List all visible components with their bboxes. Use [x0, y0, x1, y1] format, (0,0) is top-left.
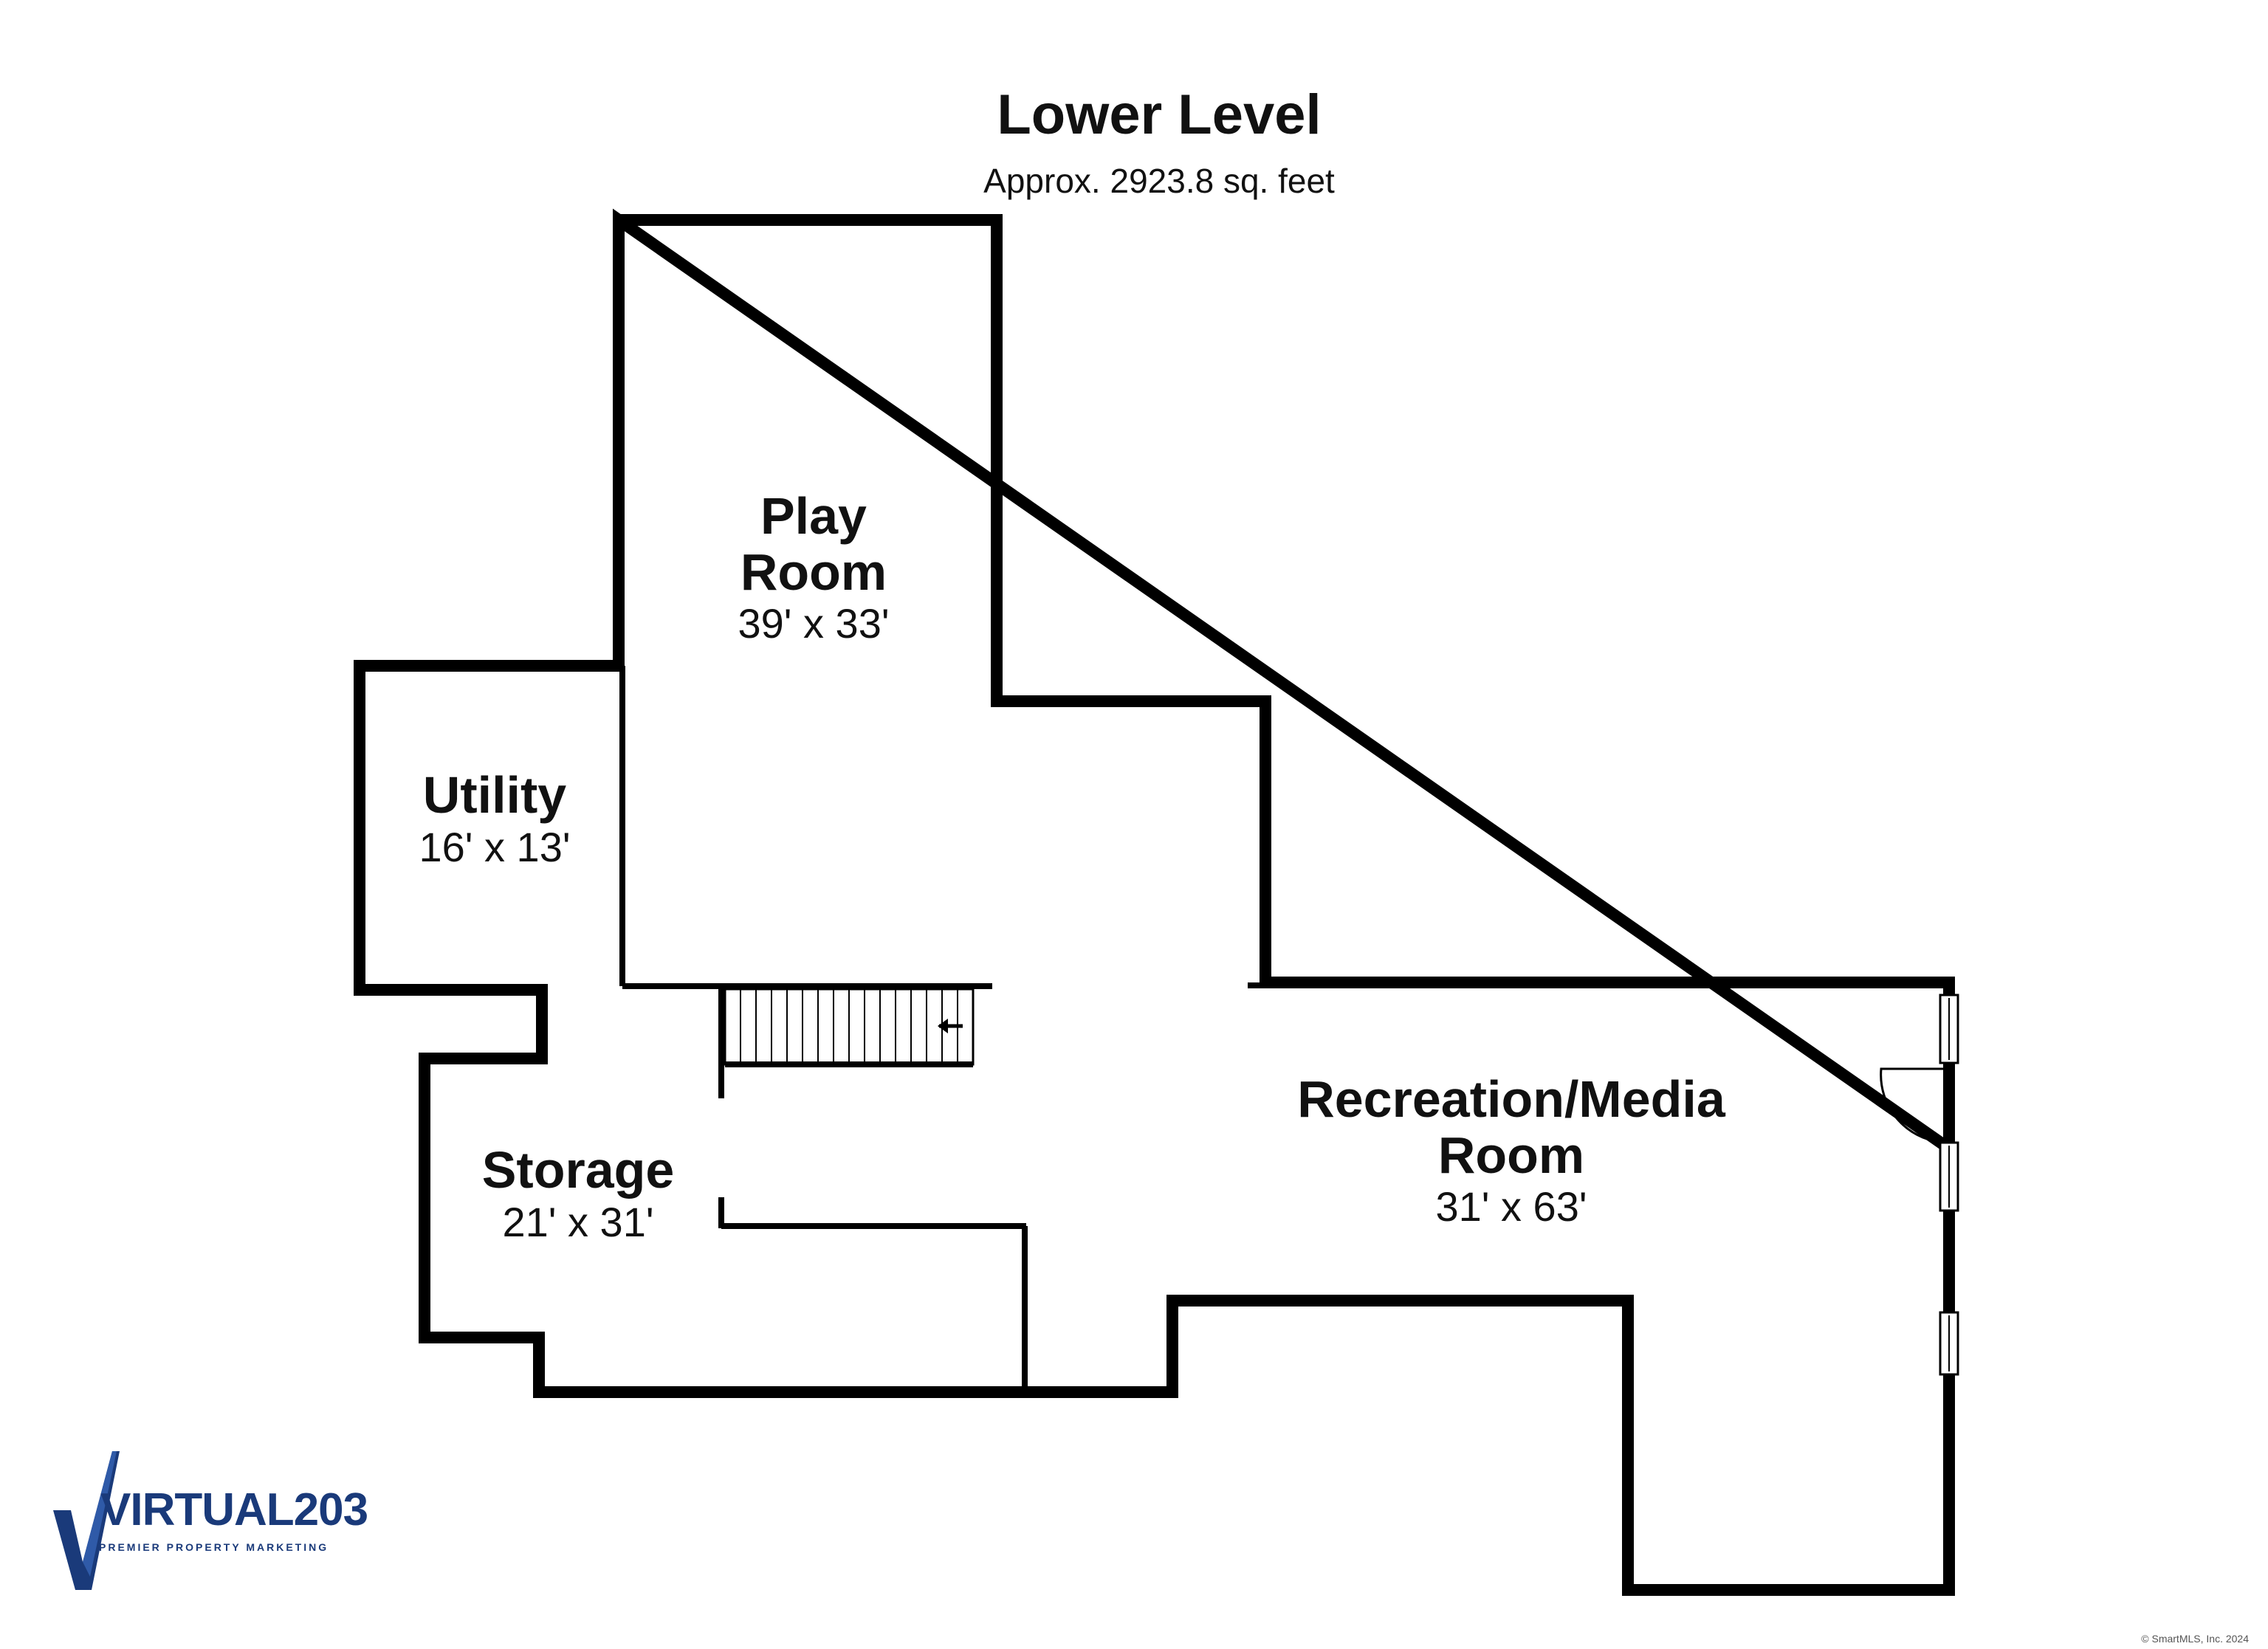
room-dimensions: 39' x 33' — [738, 600, 890, 647]
room-dimensions: 21' x 31' — [502, 1198, 654, 1245]
floor-area: Approx. 2923.8 sq. feet — [983, 162, 1335, 200]
room-name: Recreation/Media — [1297, 1070, 1725, 1128]
room-name: Storage — [481, 1141, 675, 1199]
stair-direction-arrow-icon — [938, 1019, 963, 1033]
logo-wordmark: VIRTUAL203 — [100, 1484, 368, 1535]
room-name: Play — [760, 487, 867, 545]
door — [1880, 1067, 1950, 1144]
window — [1939, 1311, 1959, 1376]
brand-logo: VIRTUAL203 PREMIER PROPERTY MARKETING — [53, 1451, 368, 1591]
staircase — [724, 988, 975, 1067]
logo-tagline: PREMIER PROPERTY MARKETING — [99, 1541, 329, 1553]
room-dimensions: 16' x 13' — [419, 823, 571, 870]
logo-v-mark-icon — [53, 1451, 120, 1590]
window — [1939, 1141, 1959, 1212]
exterior-wall — [354, 208, 1955, 1596]
room-label-storage: Storage 21' x 31' — [481, 1141, 675, 1246]
floor-title: Lower Level — [997, 83, 1322, 146]
room-label-utility: Utility 16' x 13' — [419, 766, 571, 871]
room-name: Utility — [422, 766, 567, 824]
floor-header: Lower Level Approx. 2923.8 sq. feet — [0, 83, 2268, 200]
room-label-recreation-media-room: Recreation/Media Room 31' x 63' — [1297, 1070, 1725, 1231]
room-name: Room — [740, 543, 887, 601]
window — [1939, 994, 1959, 1064]
copyright-notice: © SmartMLS, Inc. 2024 — [2141, 1633, 2249, 1645]
room-name: Room — [1437, 1126, 1585, 1184]
room-dimensions: 31' x 63' — [1435, 1183, 1587, 1230]
room-label-play-room: Play Room 39' x 33' — [738, 487, 890, 648]
